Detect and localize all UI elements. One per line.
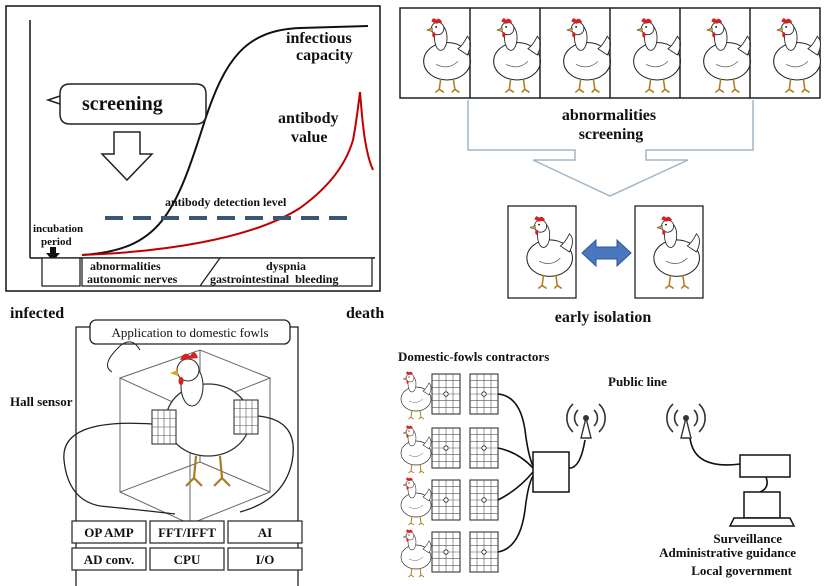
hall-sensor-pad-right <box>233 399 259 435</box>
symptoms-box: abnormalities autonomic nerves dyspnia g… <box>81 257 373 287</box>
contractor-panel <box>469 427 499 469</box>
isolated-chicken-right <box>634 205 704 299</box>
abnormalities-autonomic-label: abnormalities autonomic nerves <box>87 259 178 286</box>
contractor-row-1 <box>400 370 499 420</box>
early-isolation-label: early isolation <box>555 309 652 326</box>
svg-text:FFT/IFFT: FFT/IFFT <box>158 525 216 540</box>
local-government-label: Local government <box>691 563 792 578</box>
contractor-panel <box>431 427 461 469</box>
device-chicken <box>165 352 251 487</box>
administrative-guidance-label: Administrative guidance <box>659 545 796 560</box>
contractors-label: Domestic-fowls contractors <box>398 349 549 364</box>
svg-text:AD conv.: AD conv. <box>84 552 135 567</box>
chicken-icon <box>400 424 432 474</box>
antenna-icon <box>566 403 606 439</box>
screening-callout: screening <box>45 83 207 125</box>
incubation-period-label: incubation period <box>33 223 86 248</box>
chicken-icon <box>400 476 432 526</box>
contractor-panel <box>469 479 499 521</box>
hall-sensor-label: Hall sensor <box>10 394 73 409</box>
infectious-capacity-label: infectious capacity <box>286 30 356 64</box>
network-wires <box>497 393 768 553</box>
hall-sensor-pad-left <box>151 409 177 445</box>
router-box-icon <box>532 451 570 493</box>
screening-label: screening <box>82 93 163 115</box>
screening-funnel-arrow <box>467 100 754 197</box>
incubation-box <box>41 257 81 287</box>
svg-text:CPU: CPU <box>174 552 201 567</box>
application-title-box <box>89 319 291 345</box>
contractor-panel <box>431 531 461 573</box>
surveillance-label: Surveillance <box>713 531 782 546</box>
death-label: death <box>346 305 384 322</box>
sensor-cable-top <box>107 341 141 373</box>
down-arrow-icon <box>100 131 154 182</box>
infected-label: infected <box>10 305 64 322</box>
module-io: I/O <box>227 547 303 571</box>
contractor-panel <box>431 373 461 415</box>
sensor-cable-right <box>239 415 294 513</box>
antenna-icon <box>666 403 706 439</box>
antibody-detection-level-label: antibody detection level <box>165 195 287 209</box>
svg-text:I/O: I/O <box>256 552 275 567</box>
abnormalities-screening-label: abnormalities screening <box>562 107 660 143</box>
chicken-cell-6 <box>749 7 822 99</box>
chicken-icon <box>400 370 432 420</box>
contractor-row-3 <box>400 476 499 526</box>
module-ai: AI <box>227 520 303 544</box>
isolated-chicken-left <box>507 205 577 299</box>
contractor-panel <box>469 531 499 573</box>
chicken-row <box>399 7 822 99</box>
application-title: Application to domestic fowls <box>111 325 268 340</box>
module-ad-conv: AD conv. <box>71 547 147 571</box>
svg-text:OP AMP: OP AMP <box>84 525 134 540</box>
contractor-panel <box>469 373 499 415</box>
contractor-rows <box>400 370 499 578</box>
contractor-row-2 <box>400 424 499 474</box>
antibody-value-curve <box>81 91 374 256</box>
dyspnia-label: dyspnia gastrointestinal bleeding <box>210 259 338 286</box>
module-cpu: CPU <box>149 547 225 571</box>
contractor-panel <box>431 479 461 521</box>
enclosure-box <box>118 349 272 525</box>
public-line-label: Public line <box>608 374 667 389</box>
module-fft: FFT/IFFT <box>149 520 225 544</box>
module-op-amp: OP AMP <box>71 520 147 544</box>
antibody-value-label: antibody value <box>278 110 342 146</box>
infection-graph-panel: antibody detection level infectious capa… <box>5 5 381 292</box>
chicken-icon <box>400 528 432 578</box>
sensor-cable <box>63 422 176 515</box>
svg-text:AI: AI <box>258 525 272 540</box>
double-arrow-icon <box>581 238 632 268</box>
laptop-icon <box>728 454 796 527</box>
small-down-arrow-icon <box>46 247 60 261</box>
contractor-row-4 <box>400 528 499 578</box>
